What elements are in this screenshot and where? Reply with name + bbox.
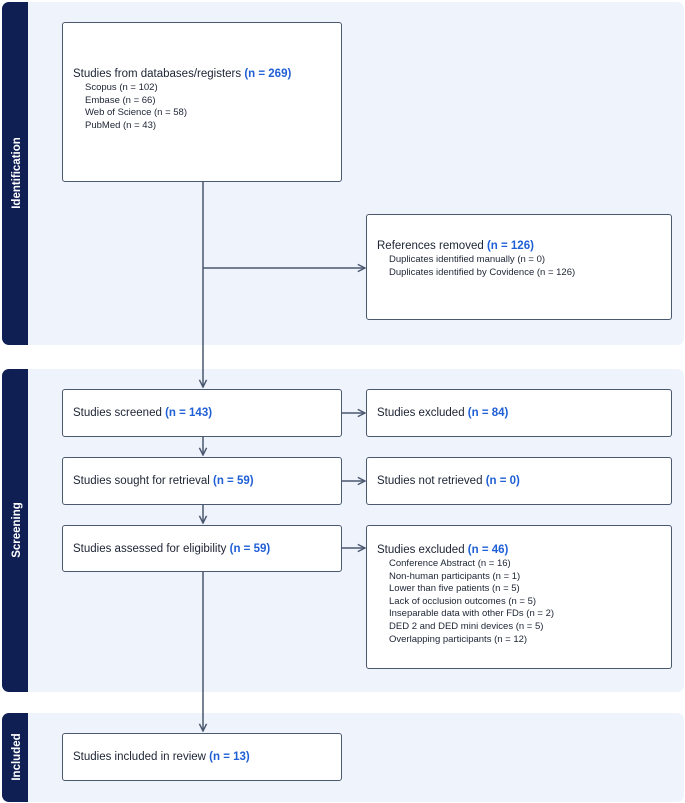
studies-assessed-box: Studies assessed for eligibility (n = 59… — [62, 525, 342, 572]
databases-registers-heading: Studies from databases/registers (n = 26… — [73, 67, 341, 81]
databases-registers-box: Studies from databases/registers (n = 26… — [62, 22, 342, 182]
databases-registers-label: Studies from databases/registers — [73, 68, 242, 80]
studies-sought-box: Studies sought for retrieval (n = 59) — [62, 457, 342, 505]
list-item: Lower than five patients (n = 5) — [389, 583, 520, 595]
list-item: Conference Abstract (n = 16) — [389, 558, 511, 569]
eligibility-exclusions-box: Studies excluded (n = 46) Conference Abs… — [366, 525, 672, 669]
databases-list: Scopus (n = 102) Embase (n = 66) Web of … — [73, 82, 341, 132]
studies-not-retrieved-count: (n = 0) — [485, 475, 520, 487]
studies-excluded-box: Studies excluded (n = 84) — [366, 389, 672, 437]
screening-phase-tab: Screening — [2, 369, 28, 692]
studies-sought-count: (n = 59) — [213, 475, 254, 487]
included-band-tab: Included — [2, 713, 28, 802]
studies-screened-label: Studies screened — [73, 407, 162, 419]
list-item: Duplicates identified manually (n = 0) — [389, 254, 546, 265]
references-removed-count: (n = 126) — [486, 240, 534, 252]
studies-screened-count: (n = 143) — [165, 407, 213, 419]
studies-screened-box: Studies screened (n = 143) — [62, 389, 342, 437]
identification-phase-tab: Identification — [2, 2, 28, 345]
eligibility-exclusions-count: (n = 46) — [467, 544, 509, 556]
exclusion-reasons-list: Conference Abstract (n = 16) Non-human p… — [377, 558, 671, 646]
list-item: Duplicates identified by Covidence (n = … — [389, 266, 576, 278]
references-removed-heading: References removed (n = 126) — [377, 239, 671, 253]
studies-not-retrieved-box: Studies not retrieved (n = 0) — [366, 457, 672, 505]
eligibility-exclusions-heading: Studies excluded (n = 46) — [377, 543, 671, 557]
studies-excluded-label: Studies excluded — [377, 407, 465, 419]
list-item: Overlapping participants (n = 12) — [389, 633, 528, 645]
studies-included-count: (n = 13) — [209, 751, 250, 763]
studies-assessed-label: Studies assessed for eligibility — [73, 542, 227, 555]
references-removed-box: References removed (n = 126) Duplicates … — [366, 214, 672, 320]
studies-included-label: Studies included in review — [73, 751, 206, 763]
list-item: Scopus (n = 102) — [85, 82, 158, 93]
list-item: Web of Science (n = 58) — [85, 107, 188, 119]
eligibility-exclusions-label: Studies excluded — [377, 544, 465, 556]
list-item: Embase (n = 66) — [85, 94, 156, 106]
studies-excluded-count: (n = 84) — [467, 407, 509, 419]
list-item: Lack of occlusion outcomes (n = 5) — [389, 595, 537, 607]
references-removed-label: References removed — [377, 240, 484, 252]
list-item: Non-human participants (n = 1) — [389, 570, 521, 582]
duplicates-list: Duplicates identified manually (n = 0) D… — [377, 254, 671, 279]
list-item: DED 2 and DED mini devices (n = 5) — [389, 620, 544, 632]
list-item: Inseparable data with other FDs (n = 2) — [389, 608, 555, 620]
studies-included-box: Studies included in review (n = 13) — [62, 733, 342, 781]
list-item: PubMed (n = 43) — [85, 119, 157, 131]
studies-sought-label: Studies sought for retrieval — [73, 475, 210, 487]
studies-not-retrieved-label: Studies not retrieved — [377, 475, 483, 487]
databases-registers-count: (n = 269) — [244, 68, 292, 80]
studies-assessed-count: (n = 59) — [229, 542, 271, 555]
